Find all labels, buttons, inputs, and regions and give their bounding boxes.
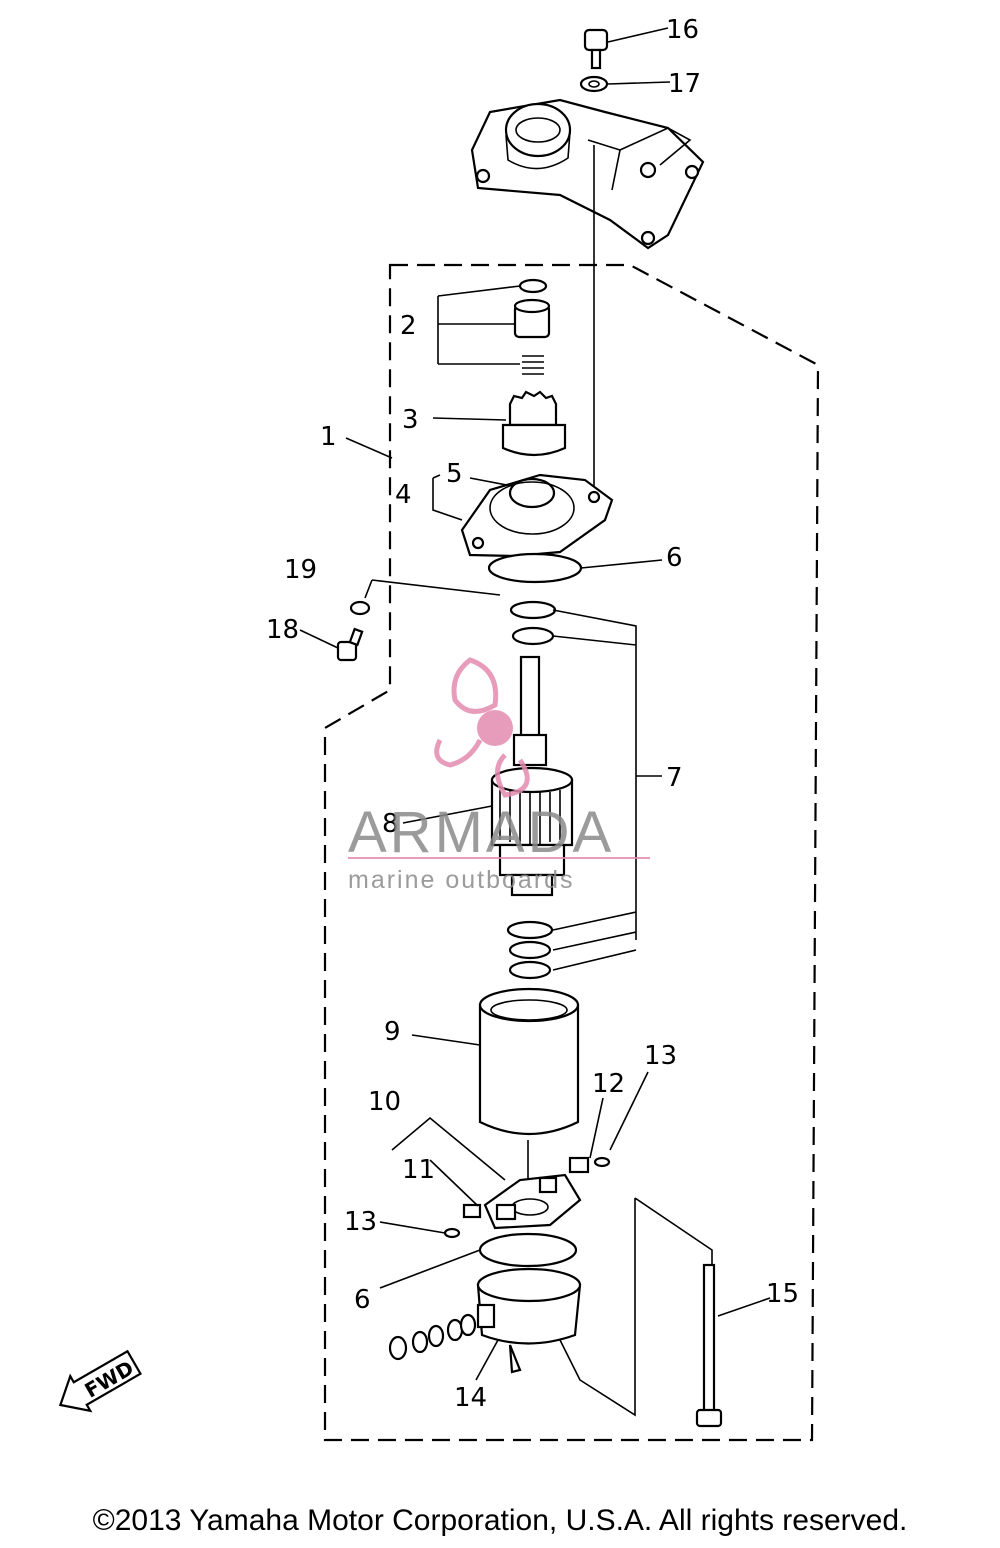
- watermark-brand: ARMADA: [348, 800, 614, 865]
- mount-bolt: [336, 627, 364, 662]
- callout-11: 11: [402, 1155, 435, 1185]
- callout-7: 7: [666, 763, 683, 793]
- callout-13-left: 13: [344, 1207, 377, 1237]
- armature: [490, 655, 574, 897]
- terminal-hardware: [388, 1313, 477, 1361]
- callout-14: 14: [454, 1383, 487, 1413]
- o-ring-bottom: [478, 1232, 578, 1268]
- callout-12: 12: [592, 1069, 625, 1099]
- rear-cover: [476, 1267, 582, 1374]
- propeller-hub: [477, 710, 513, 746]
- callout-17: 17: [668, 69, 701, 99]
- callout-2: 2: [400, 311, 417, 341]
- callout-18: 18: [266, 615, 299, 645]
- callout-10: 10: [368, 1087, 401, 1117]
- callout-3: 3: [402, 405, 419, 435]
- armada-watermark: ARMADA marine outboards: [348, 657, 650, 894]
- watermark-tagline: marine outboards: [348, 866, 575, 894]
- yoke: [478, 987, 580, 1136]
- assembly-boundary-dashed: [323, 263, 820, 1442]
- thrust-washers-top: [509, 600, 557, 646]
- screw-right: [593, 1156, 611, 1168]
- starter-bracket: [470, 98, 705, 250]
- brush-holder: [483, 1173, 582, 1230]
- front-cover: [460, 473, 614, 558]
- bracket-washer: [579, 75, 609, 93]
- callout-9: 9: [384, 1017, 401, 1047]
- thrust-washers-bottom: [506, 920, 554, 980]
- callout-16: 16: [666, 15, 699, 45]
- callout-1: 1: [320, 422, 337, 452]
- pinion-stopper-set: [513, 278, 551, 375]
- copyright-notice: ©2013 Yamaha Motor Corporation, U.S.A. A…: [92, 1504, 908, 1537]
- pinion-gear: [501, 390, 567, 457]
- mount-washer: [349, 600, 371, 616]
- screw-left: [443, 1227, 461, 1239]
- callout-19: 19: [284, 555, 317, 585]
- callout-4: 4: [395, 480, 412, 510]
- callout-6-top: 6: [666, 543, 683, 573]
- callout-8: 8: [382, 809, 399, 839]
- fwd-arrow: FWD: [58, 1349, 142, 1413]
- brush-left: [462, 1203, 482, 1219]
- callout-6-bottom: 6: [354, 1285, 371, 1315]
- leader-lines: [299, 27, 771, 1417]
- callout-5: 5: [446, 459, 463, 489]
- through-bolt: [695, 1263, 723, 1428]
- callout-13-right: 13: [644, 1041, 677, 1071]
- propeller-logo: [434, 657, 530, 798]
- o-ring-top: [487, 552, 583, 584]
- callout-15: 15: [766, 1279, 799, 1309]
- bracket-bolt: [583, 28, 609, 70]
- brush-right: [568, 1156, 590, 1174]
